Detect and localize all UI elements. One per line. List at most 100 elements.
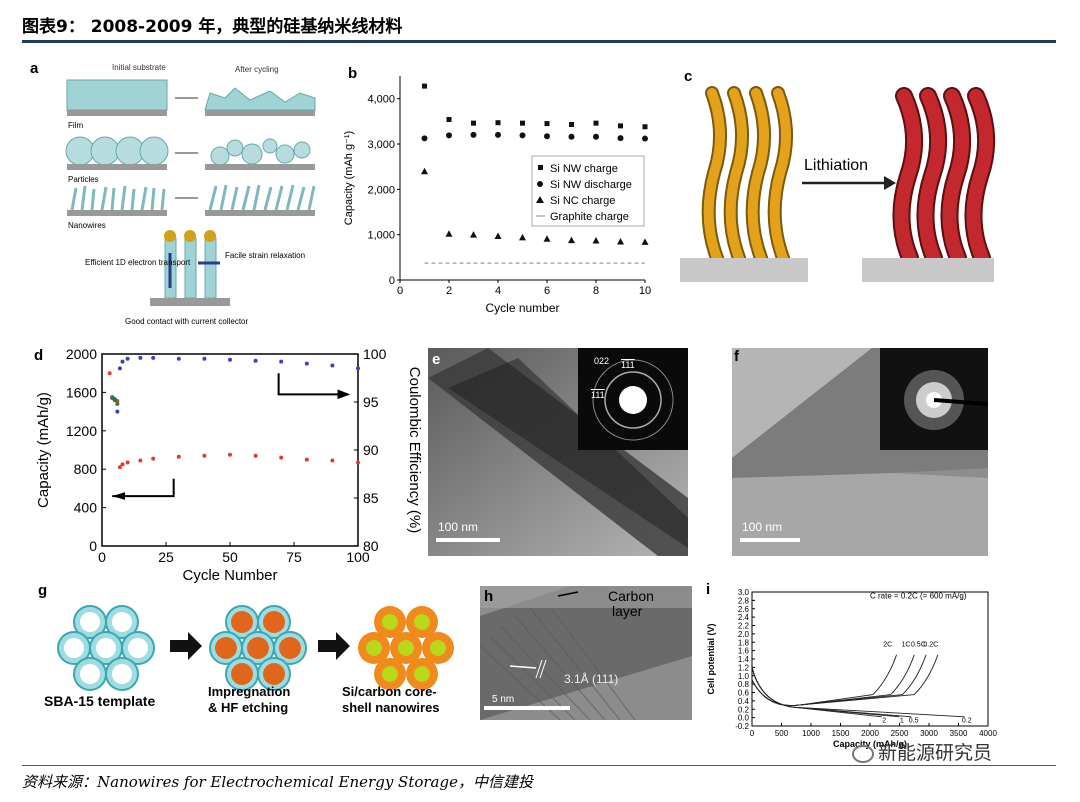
y-axis-label: Capacity (mAh g⁻¹) [343, 131, 355, 225]
point-si-nc-charge [641, 238, 649, 245]
point-si-nw-charge [642, 124, 648, 130]
row-particles-label: Particles [68, 175, 99, 184]
panel-c-diagram: Lithiation [680, 86, 996, 282]
y-tick-label: 1.8 [738, 638, 750, 647]
spacing-label: 3.1Å (111) [564, 672, 619, 686]
panel-d-label: d [34, 347, 43, 364]
saed-111-a: 111 [621, 360, 635, 370]
point-si-nw-discharge [470, 131, 477, 138]
saed-111-b: 111 [591, 390, 605, 400]
legend-marker [537, 181, 543, 187]
x-tick-label: 6 [544, 285, 550, 297]
x-tick-label: 0 [750, 729, 755, 738]
x-tick-label: 1500 [832, 729, 850, 738]
y-tick-label: 0.0 [738, 714, 750, 723]
step3a-label: Si/carbon core- [342, 684, 437, 699]
point-efficiency [304, 361, 309, 366]
x-tick-label: 500 [775, 729, 789, 738]
point-capacity [138, 458, 143, 463]
point-si-nw-charge [569, 122, 574, 128]
bottom-note: Good contact with current collector [125, 317, 249, 326]
point-efficiency [115, 409, 120, 414]
y-tick-label: 1200 [66, 423, 97, 439]
point-capacity [330, 458, 335, 463]
point-capacity [253, 453, 258, 458]
y-tick-label: 2.8 [738, 596, 750, 605]
panel-a-diagram: Initial substrate After cycling Film Par… [65, 63, 316, 326]
y-tick-label: 2.6 [738, 605, 750, 614]
saed-022: 022 [594, 356, 610, 366]
figure-title: 图表9： 2008-2009 年，典型的硅基纳米线材料 [22, 17, 403, 37]
wechat-icon [852, 744, 874, 763]
point-si-nw-discharge [519, 132, 526, 139]
point-si-nc-charge [617, 237, 624, 245]
point-capacity [107, 371, 112, 376]
arrowhead [112, 492, 126, 500]
point-si-nw-charge [446, 117, 452, 123]
y-tick-label: 1,000 [367, 230, 395, 242]
point-si-nc-charge [494, 232, 502, 240]
point-initial [112, 398, 117, 403]
left-note: Efficient 1D electron transport [85, 258, 191, 267]
y-tick-label: 0.2 [738, 705, 750, 714]
step3b-label: shell nanowires [342, 700, 440, 715]
point-si-nw-charge [593, 120, 599, 126]
panel-h-label: h [484, 588, 494, 605]
hrtem-image-h [480, 586, 692, 720]
x-tick-label: 3000 [920, 729, 938, 738]
y-tick-label: 1.2 [738, 663, 750, 672]
panel-a: a Initial substrate After cycling Film P… [30, 58, 330, 333]
x-axis-label: Cycle Number [182, 567, 277, 584]
point-efficiency [138, 355, 143, 360]
point-efficiency [117, 366, 122, 371]
charge-curve [751, 654, 915, 707]
panel-a-label: a [30, 60, 39, 77]
y-tick-label: 1.4 [738, 655, 750, 664]
y2-axis-label: Coulombic Efficiency (%) [406, 367, 422, 533]
point-si-nc-charge [421, 167, 428, 175]
point-si-nw-discharge [568, 133, 575, 140]
point-si-nw-discharge [421, 135, 428, 142]
carbon-label: Carbon [608, 588, 654, 604]
point-efficiency [120, 359, 125, 364]
discharge-curve [751, 667, 965, 718]
point-si-nw-discharge [544, 133, 550, 140]
y-tick-label: 400 [74, 500, 98, 516]
point-si-nw-discharge [617, 135, 624, 142]
x-tick-label: 0 [397, 285, 403, 297]
y-tick-label: 0 [389, 275, 395, 287]
x-tick-label: 25 [158, 549, 174, 565]
y-tick-label: -0.2 [735, 722, 749, 731]
x-tick-label: 8 [593, 285, 599, 297]
y-tick-label: 1600 [66, 384, 97, 400]
x-axis-label: Capacity (mAh/g) [833, 739, 907, 749]
point-efficiency [151, 355, 156, 360]
y-tick-label: 0 [89, 538, 97, 554]
point-si-nw-charge [422, 83, 427, 89]
x-tick-label: 2500 [891, 729, 909, 738]
tem-image-f [732, 348, 988, 556]
rate-note: C rate = 0.2C (= 600 mA/g) [870, 591, 967, 600]
x-tick-label: 2 [446, 285, 452, 297]
step2b-label: & HF etching [208, 700, 288, 715]
x-tick-label: 0 [98, 549, 106, 565]
point-si-nw-charge [544, 121, 550, 127]
point-efficiency [356, 366, 360, 371]
point-capacity [125, 460, 130, 465]
point-efficiency [253, 358, 258, 363]
panel-c-label: c [684, 68, 693, 85]
y2-tick-label: 90 [363, 442, 379, 458]
plot-frame [101, 353, 359, 547]
legend-entry: Si NW discharge [550, 179, 632, 191]
y-tick-label: 0.6 [738, 689, 750, 698]
panel-g: g SBA-15 template Impregnation & HF etch… [30, 582, 480, 732]
point-capacity [176, 454, 181, 459]
panel-h: h Carbon layer 3.1Å (111) 5 nm [480, 586, 692, 720]
point-capacity [304, 457, 309, 462]
right-note: Facile strain relaxation [225, 251, 305, 260]
point-efficiency [228, 357, 232, 362]
point-si-nc-charge [519, 233, 526, 241]
point-capacity [120, 462, 125, 467]
point-si-nw-charge [495, 120, 501, 126]
point-si-nw-charge [618, 123, 623, 129]
